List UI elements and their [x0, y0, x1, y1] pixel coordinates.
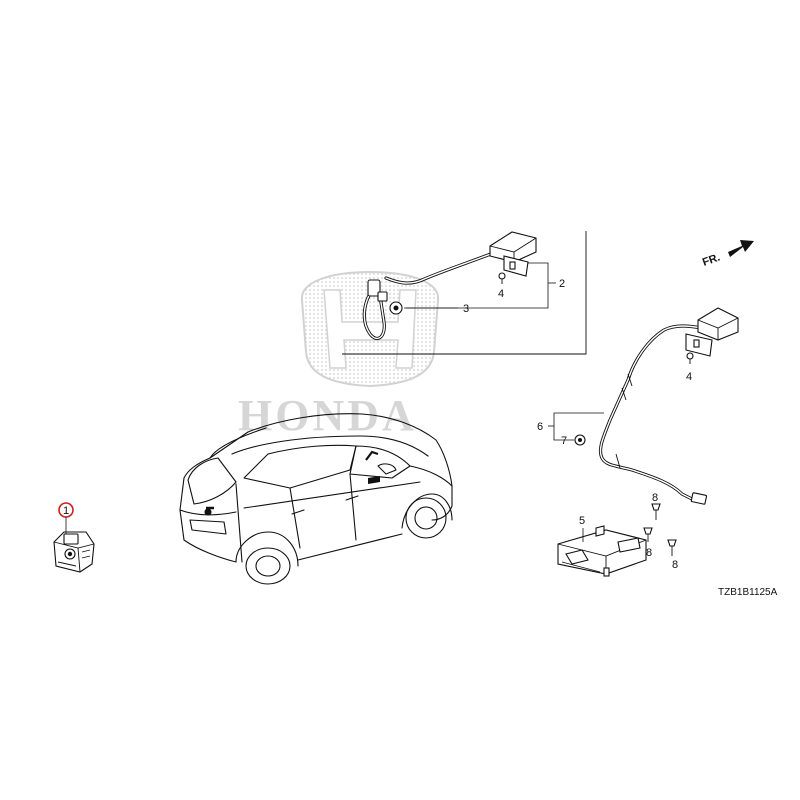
callout-3: 3	[463, 303, 469, 315]
front-direction-indicator: FR.	[701, 240, 754, 269]
callout-5: 5	[579, 515, 585, 527]
arrow-right-icon	[728, 240, 754, 257]
car-unit-location	[368, 476, 380, 484]
control-unit-part-5	[557, 525, 647, 577]
vehicle-illustration	[179, 413, 453, 585]
leader-6	[553, 412, 604, 441]
diagram-code: TZB1B1125A	[718, 587, 778, 598]
leader-2	[406, 262, 549, 309]
camera-cable-part-6	[598, 307, 739, 505]
front-label: FR.	[701, 251, 722, 268]
car-antenna-location	[365, 450, 379, 461]
callout-6: 6	[537, 421, 543, 433]
callout-4a: 4	[498, 288, 504, 300]
callout-7: 7	[561, 435, 567, 447]
callout-4b: 4	[686, 371, 692, 383]
callout-8a: 8	[652, 492, 658, 504]
bolt-part-8-c	[667, 539, 677, 556]
bolt-part-8-b	[643, 527, 653, 542]
callout-1: 1	[63, 505, 69, 517]
honda-logo-watermark: HONDA	[238, 270, 440, 440]
antenna-feeder-part-2	[362, 231, 537, 340]
rear-camera-part-1	[53, 531, 95, 573]
screw-part-4-lower	[686, 352, 694, 364]
bolt-part-8-a	[651, 503, 661, 520]
honda-wordmark-watermark: HONDA	[238, 391, 417, 440]
callout-8b: 8	[646, 547, 652, 559]
callout-2: 2	[559, 278, 565, 290]
callout-8c: 8	[672, 559, 678, 571]
clip-part-7	[574, 434, 586, 446]
screw-part-4	[498, 272, 506, 284]
inset-frame	[342, 231, 587, 355]
clip-part-3	[389, 301, 403, 315]
